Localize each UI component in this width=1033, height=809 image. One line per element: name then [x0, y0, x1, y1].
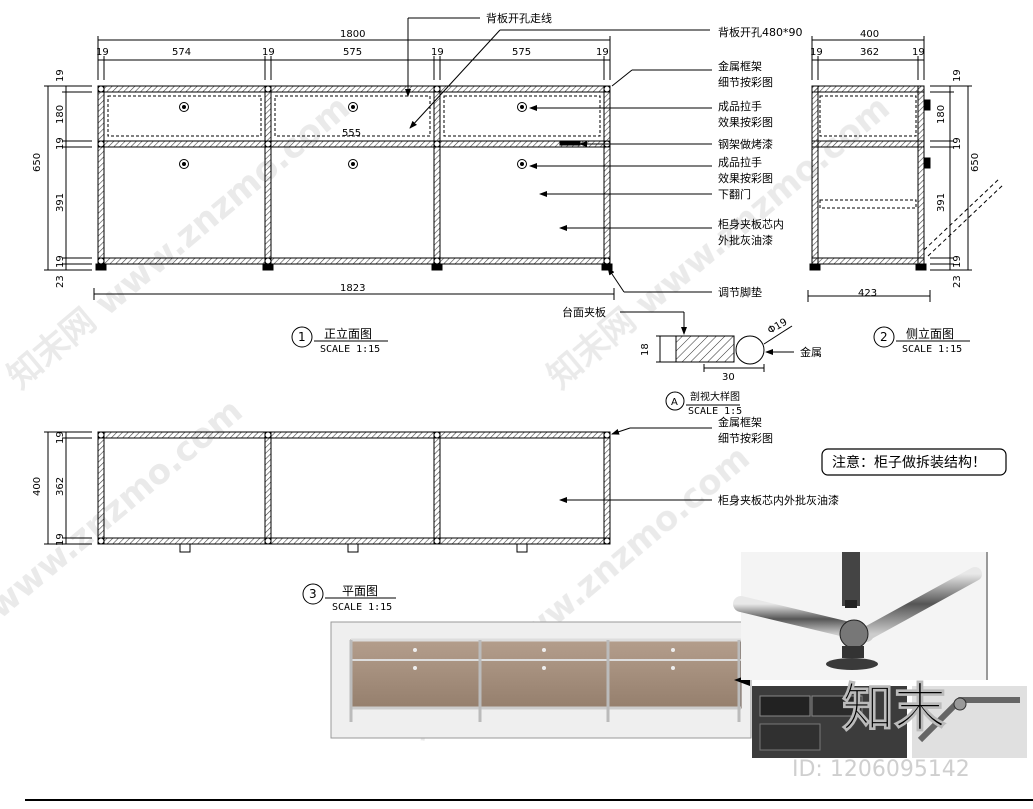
plan-dims-left [44, 431, 92, 545]
front-dim-d: 575 [343, 47, 362, 58]
ann-steel-paint: 钢架做烤漆 [718, 137, 773, 151]
side-dim-b: 362 [860, 47, 879, 58]
plan-dim-a: 19 [55, 431, 66, 444]
side-dim-total: 400 [860, 29, 879, 40]
front-dim-b: 574 [172, 47, 191, 58]
front-dim-h-e: 19 [55, 255, 66, 268]
ann-plan-body: 柜身夹板芯内外批灰油漆 [718, 493, 839, 507]
front-dim-inner: 555 [342, 128, 361, 139]
front-dim-g: 19 [596, 47, 609, 58]
front-leaders [405, 17, 712, 293]
plan-title [302, 583, 396, 605]
side-elevation [809, 85, 1005, 271]
front-dim-e: 19 [431, 47, 444, 58]
side-dim-h-d: 391 [936, 193, 947, 212]
front-dim-bottom-line [93, 288, 615, 300]
front-dims-left [44, 85, 92, 271]
ann-plan-frame-1: 金属框架 [718, 415, 762, 429]
front-dim-bottom: 1823 [340, 283, 365, 294]
ann-handle-2a: 成品拉手 [718, 155, 762, 169]
front-dim-c: 19 [262, 47, 275, 58]
detail-dim-dia: Φ19 [766, 317, 789, 337]
detail-section [620, 311, 794, 411]
id-text: ID: 1206095142 [792, 757, 970, 782]
side-title [873, 326, 970, 348]
side-title-num: 2 [880, 330, 888, 344]
ann-metal-frame-2: 细节按彩图 [718, 75, 773, 89]
side-dim-h-c: 19 [952, 137, 963, 150]
side-dim-bottom-line [807, 290, 931, 302]
side-dim-h-a: 19 [952, 69, 963, 82]
front-dim-height: 650 [32, 153, 43, 172]
detail-label-top: 台面夹板 [562, 305, 606, 319]
front-dim-a: 19 [96, 47, 109, 58]
detail-label-metal: 金属 [800, 345, 822, 359]
side-dim-h-e: 19 [952, 255, 963, 268]
ann-foot-pad: 调节脚垫 [718, 285, 762, 299]
side-dim-a: 19 [810, 47, 823, 58]
plan-dim-b: 362 [55, 477, 66, 496]
detail-title-num: A [671, 397, 678, 408]
ann-handle-1a: 成品拉手 [718, 99, 762, 113]
note-box [821, 448, 1007, 476]
front-dim-h-d: 391 [55, 193, 66, 212]
ann-handle-2b: 效果按彩图 [718, 171, 773, 185]
front-dim-f: 575 [512, 47, 531, 58]
side-dims-top [811, 36, 925, 80]
front-title-scale: SCALE 1:15 [320, 344, 380, 355]
svg-text:知末网 www.znzmo.com: 知末网 www.znzmo.com [0, 88, 358, 397]
detail-dim-w: 30 [722, 372, 735, 383]
ann-body-2: 外批灰油漆 [718, 233, 773, 247]
plan-title-scale: SCALE 1:15 [332, 602, 392, 613]
front-title-name: 正立面图 [324, 326, 372, 341]
plan-dim-c: 19 [55, 533, 66, 546]
plan-view [97, 427, 712, 553]
side-title-name: 侧立面图 [906, 326, 954, 341]
front-dim-total: 1800 [340, 29, 365, 40]
front-title-num: 1 [298, 330, 306, 344]
cabinet-photo [330, 621, 752, 739]
svg-text:www.znzmo.com: www.znzmo.com [0, 391, 250, 627]
front-dim-h-c: 19 [55, 137, 66, 150]
ann-handle-1b: 效果按彩图 [718, 115, 773, 129]
plan-title-num: 3 [309, 587, 317, 601]
ann-metal-frame-1: 金属框架 [718, 59, 762, 73]
front-dim-h-f: 23 [55, 275, 66, 288]
ann-back-hole-wire: 背板开孔走线 [486, 11, 552, 25]
front-dim-h-b: 180 [55, 105, 66, 124]
side-dim-c: 19 [912, 47, 925, 58]
front-dim-h-a: 19 [55, 69, 66, 82]
plan-dim-total: 400 [32, 477, 43, 496]
detail-title-scale: SCALE 1:5 [688, 406, 742, 417]
ann-back-hole-size: 背板开孔480*90 [718, 25, 803, 39]
ann-flap-door: 下翻门 [718, 187, 751, 201]
side-title-scale: SCALE 1:15 [902, 344, 962, 355]
side-dim-h-f: 23 [952, 275, 963, 288]
side-dims-right [930, 85, 972, 271]
detail-title-name: 剖视大样图 [690, 390, 740, 403]
side-dim-bottom: 423 [858, 288, 877, 299]
ann-body-1: 柜身夹板芯内 [718, 217, 784, 231]
side-dim-h-b: 180 [936, 105, 947, 124]
detail-dim-h: 18 [640, 343, 651, 356]
brand-watermark: 知末 [842, 679, 946, 739]
front-dims-top [97, 36, 611, 80]
front-elevation [95, 85, 613, 271]
note-text: 注意：柜子做拆装结构！ [832, 454, 986, 471]
joint-photo [733, 552, 1027, 758]
ann-plan-frame-2: 细节按彩图 [718, 431, 773, 445]
side-dim-height: 650 [970, 153, 981, 172]
front-title [291, 326, 388, 348]
plan-title-name: 平面图 [342, 584, 378, 598]
